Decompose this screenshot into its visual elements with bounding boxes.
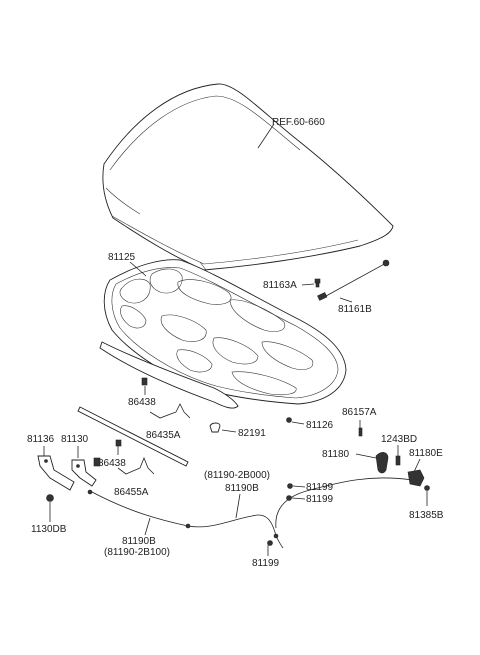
p81190b-bottom-label: 81190B xyxy=(122,536,156,547)
clip-81126 xyxy=(286,417,292,423)
weatherstrip-86455a xyxy=(77,406,189,467)
p86157a-label: 86157A xyxy=(342,407,377,418)
bolt-1130db xyxy=(46,494,54,510)
p86438-top-label: 86438 xyxy=(128,397,156,408)
p82191-label: 82191 xyxy=(238,428,266,439)
ref-leader xyxy=(257,123,275,149)
p81163a-label: 81163A xyxy=(263,280,297,291)
hood-inner-panel xyxy=(103,259,347,405)
p81199-b-label: 81199 xyxy=(306,494,334,505)
p81130-label: 81130 xyxy=(61,434,89,445)
screw-1243bd xyxy=(395,455,401,466)
p86438-bottom-label: 86438 xyxy=(98,458,126,469)
hinge-81130 xyxy=(71,457,101,487)
p81199-c-label: 81199 xyxy=(252,558,280,569)
p81136-label: 81136 xyxy=(27,434,55,445)
p81180e-label: 81180E xyxy=(409,448,443,459)
p81199-a-label: 81199 xyxy=(306,482,334,493)
hinge-81136 xyxy=(37,455,75,491)
p81190b-top-label: 81190B xyxy=(225,483,259,494)
clip-86438-top xyxy=(141,377,148,386)
p81180-label: 81180 xyxy=(322,449,350,460)
release-cable-81190b xyxy=(91,491,284,549)
p81190-top-paren-label: (81190-2B000) xyxy=(204,470,270,481)
clip-81199-b xyxy=(286,495,292,501)
clip-86157a xyxy=(358,427,363,437)
p81385b-label: 81385B xyxy=(409,510,444,521)
p86455a-bracket xyxy=(117,456,155,475)
latch-81180e xyxy=(407,469,425,487)
clip-86438-bottom xyxy=(115,439,122,447)
p81190-bottom-paren-label: (81190-2B100) xyxy=(104,547,170,558)
release-handle-81180 xyxy=(375,452,389,474)
p81161b-label: 81161B xyxy=(338,304,372,315)
hood-panel xyxy=(102,83,394,271)
clip-81385b xyxy=(424,485,430,491)
p81125-leader xyxy=(129,261,147,277)
p81125-label: 81125 xyxy=(108,252,136,263)
bumper-82191 xyxy=(209,422,221,433)
p1243bd-label: 1243BD xyxy=(381,434,417,445)
clip-81199-a xyxy=(287,483,293,489)
p86435a-label: 86435A xyxy=(146,430,181,441)
p81126-label: 81126 xyxy=(306,420,334,431)
stay-rod-81161b xyxy=(317,259,390,301)
ref-label: REF.60-660 xyxy=(272,117,325,128)
p86435a-bracket xyxy=(149,403,191,419)
bumper-81163a xyxy=(314,278,321,288)
p86455a-label: 86455A xyxy=(114,487,149,498)
release-cable-upper xyxy=(275,477,413,529)
weatherstrip-86435a xyxy=(99,341,239,409)
p1130db-label: 1130DB xyxy=(31,524,67,535)
